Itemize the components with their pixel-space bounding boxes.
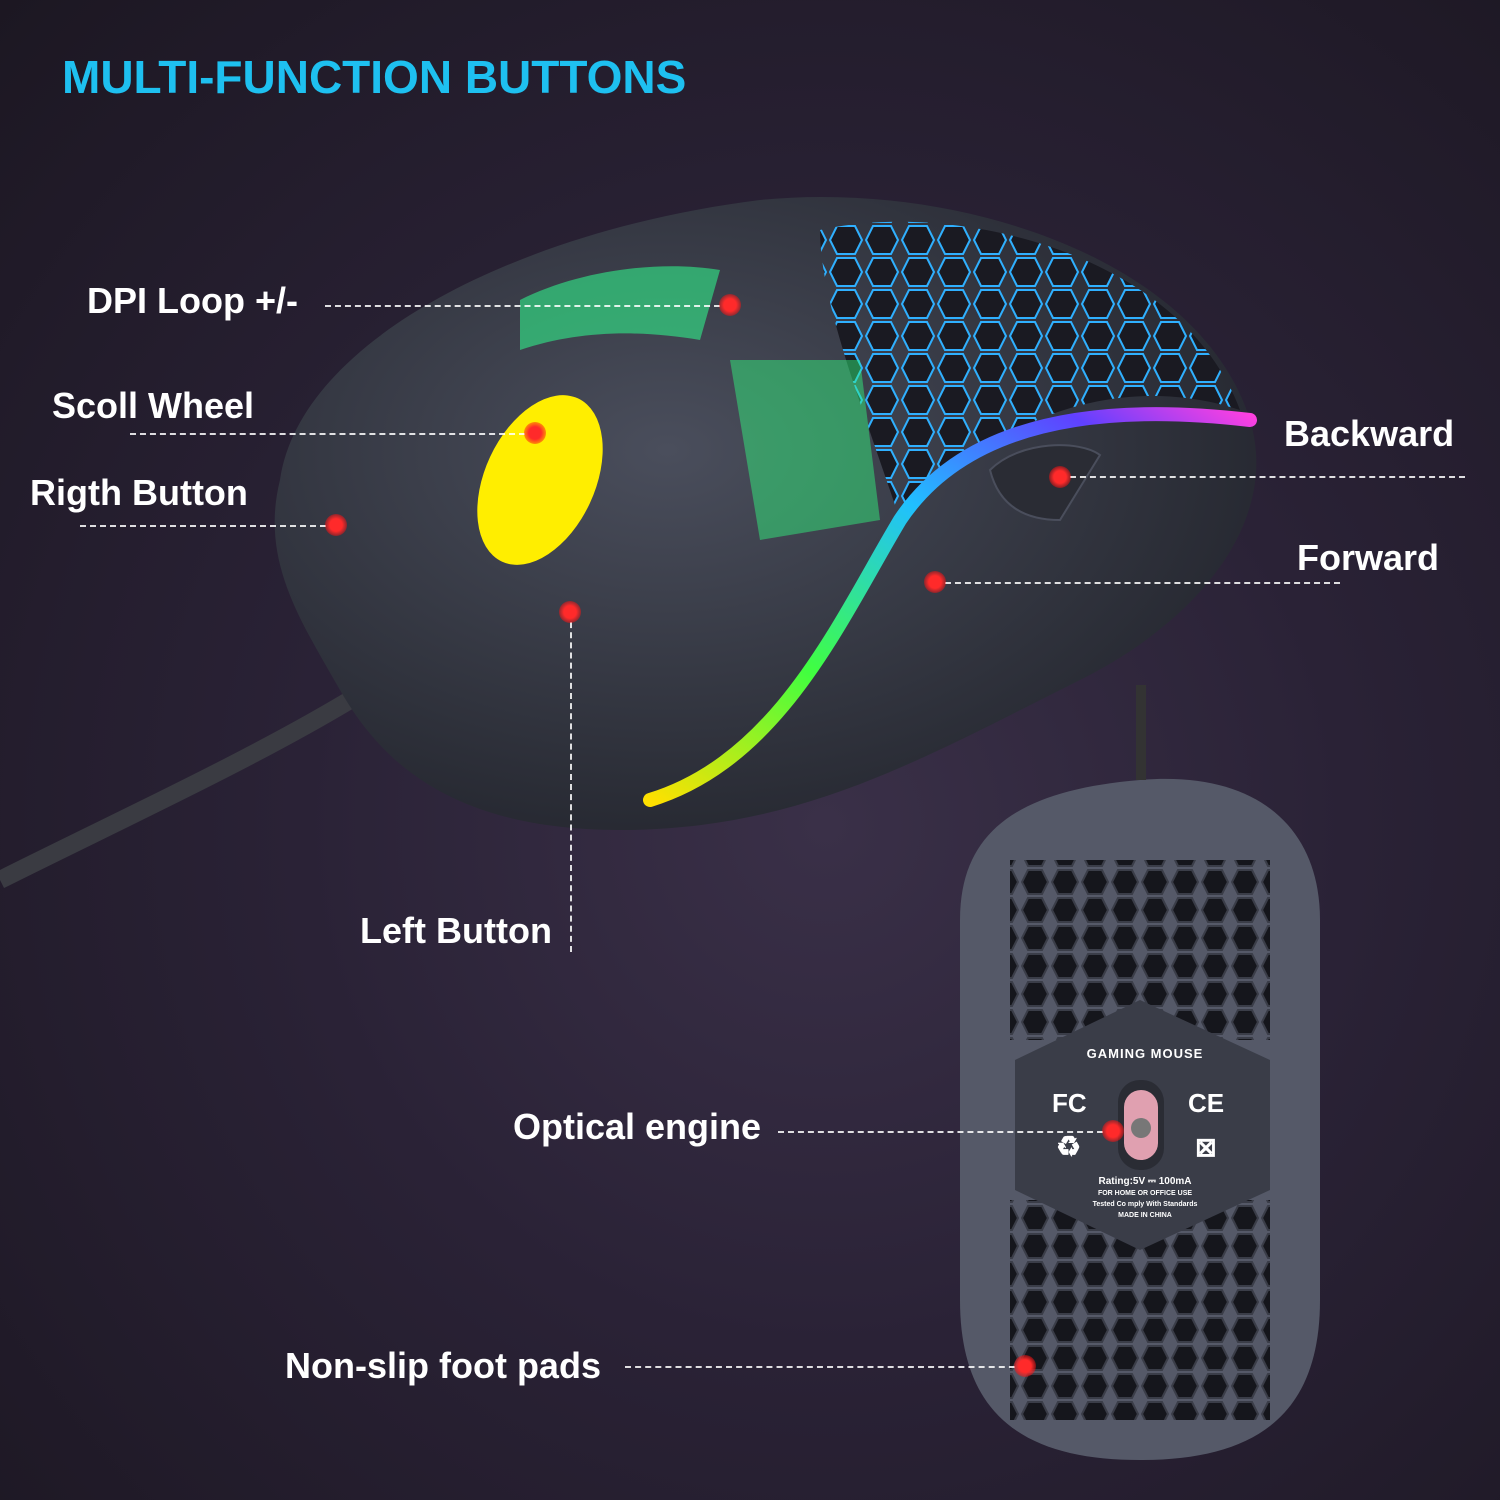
callout-foot-pads-label: Non-slip foot pads (285, 1345, 601, 1386)
callout-backward-marker (1049, 466, 1071, 488)
callout-optical-engine-line (778, 1131, 1113, 1133)
callout-scroll-line (130, 433, 535, 435)
callout-forward-marker (924, 571, 946, 593)
callout-right-button-marker (325, 514, 347, 536)
callout-backward-label: Backward (1284, 413, 1455, 454)
callout-right-button-line (80, 525, 336, 527)
usage-text: FOR HOME OR OFFICE USE (1097, 1190, 1193, 1197)
callout-foot-pads-line (625, 1366, 1025, 1368)
callout-backward-line (1060, 476, 1465, 478)
callout-left-button-line (570, 612, 572, 952)
fc-logo: FC (1052, 1088, 1087, 1118)
underside-brand: GAMING MOUSE (1086, 1046, 1204, 1061)
ce-logo: CE (1188, 1088, 1225, 1118)
callout-scroll-label: Scoll Wheel (52, 385, 255, 426)
callout-foot-pads-marker (1014, 1355, 1036, 1377)
callout-left-button-label: Left Button (360, 910, 552, 951)
callout-forward-line (935, 582, 1340, 584)
callout-dpi-marker (719, 294, 741, 316)
callout-optical-engine-label: Optical engine (513, 1106, 762, 1147)
rating-text: Rating:5V ⎓ 100mA (1098, 1176, 1192, 1187)
callout-scroll-marker (524, 422, 546, 444)
page-title: MULTI-FUNCTION BUTTONS (62, 51, 687, 103)
recycle-icon: ♻ (1056, 1131, 1082, 1162)
callout-forward-label: Forward (1297, 537, 1440, 578)
callout-optical-engine-marker (1102, 1120, 1124, 1142)
callout-right-button-label: Rigth Button (30, 472, 248, 513)
weee-bin-icon: ⊠ (1195, 1132, 1217, 1162)
compliance-text: Tested Co mply With Standards (1092, 1201, 1198, 1208)
callout-dpi-line (325, 305, 730, 307)
callout-dpi-label: DPI Loop +/- (87, 280, 298, 321)
callout-left-button-marker (559, 601, 581, 623)
origin-text: MADE IN CHINA (1118, 1212, 1172, 1219)
